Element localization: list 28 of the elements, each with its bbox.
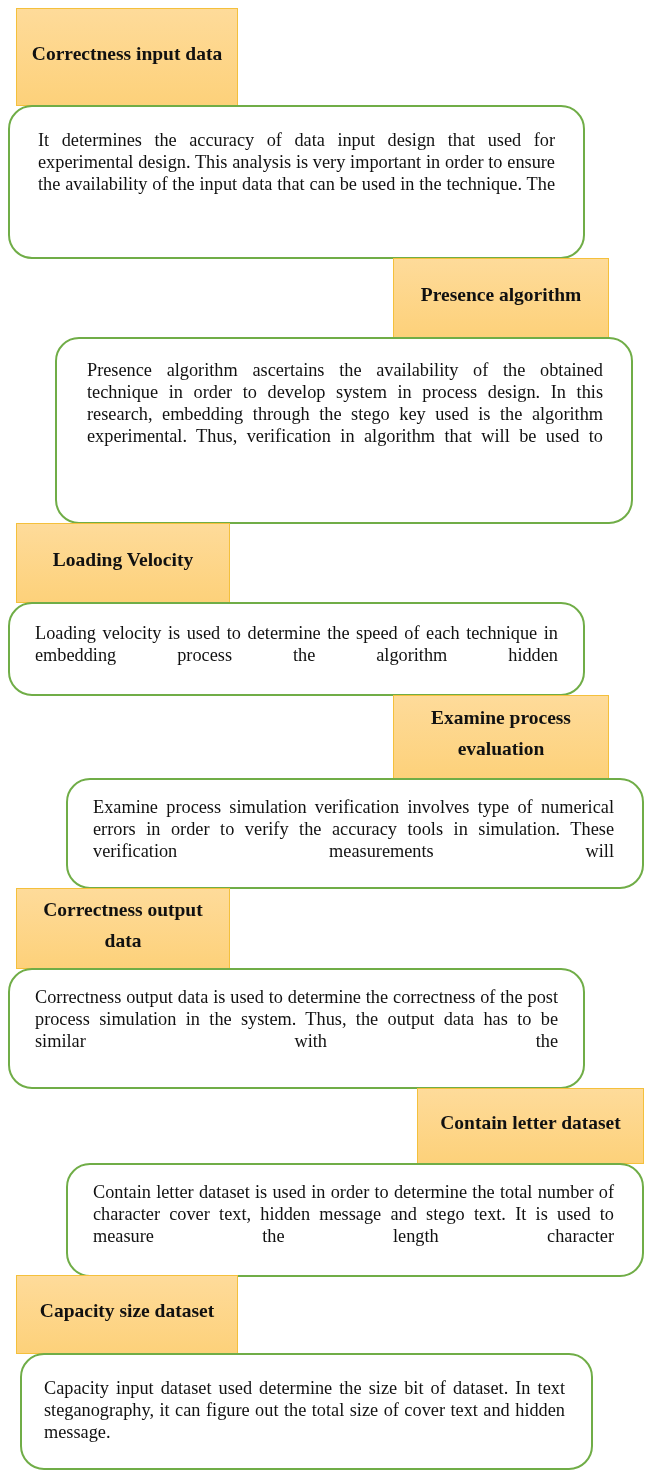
description-box	[8, 602, 585, 696]
box-title: Correctness output data	[42, 897, 204, 953]
description-text: Loading velocity is used to determine the speed of each technique in embedding process the algorithm hidden	[35, 622, 558, 666]
description-text: Contain letter dataset is used in order to determine the total number of character cover text, hidden message and stego text. It is used to measure the length character	[93, 1181, 614, 1247]
box-title: Examine process evaluation	[430, 706, 572, 761]
description-box	[8, 968, 585, 1089]
title-box	[393, 258, 609, 338]
title-box	[16, 8, 238, 106]
description-box	[55, 337, 633, 524]
description-box	[20, 1353, 593, 1470]
box-title: Loading Velocity	[52, 547, 194, 572]
description-text: Capacity input dataset used determine the size bit of dataset. In text steganography, it can figure out the total size of cover text and hidden message.	[44, 1377, 565, 1443]
description-box	[66, 778, 644, 889]
title-box	[417, 1088, 644, 1164]
description-text: Correctness output data is used to determine the correctness of the post process simulation in the system. Thus, the output data has to be similar with the	[35, 986, 558, 1052]
box-title: Capacity size dataset	[39, 1299, 215, 1323]
description-text: Examine process simulation verification involves type of numerical errors in order to verify the accuracy tools in simulation. These verification measurements will	[93, 796, 614, 862]
title-box	[16, 523, 230, 603]
description-text: It determines the accuracy of data input design that used for experimental design. This analysis is very important in order to ensure the availability of the input data that can be used in the technique. The	[38, 129, 555, 195]
box-title: Correctness input data	[31, 41, 223, 66]
description-text: Presence algorithm ascertains the availability of the obtained technique in order to develop system in process design. In this research, embedding through the stego key used is the algorithm experimental. Thus, verification in algorithm that will be used to	[87, 359, 603, 447]
title-box	[16, 888, 230, 969]
description-box	[66, 1163, 644, 1277]
description-box	[8, 105, 585, 259]
title-box	[393, 695, 609, 779]
box-title: Contain letter dataset	[440, 1110, 621, 1135]
title-box	[16, 1275, 238, 1354]
box-title: Presence algorithm	[420, 282, 582, 307]
